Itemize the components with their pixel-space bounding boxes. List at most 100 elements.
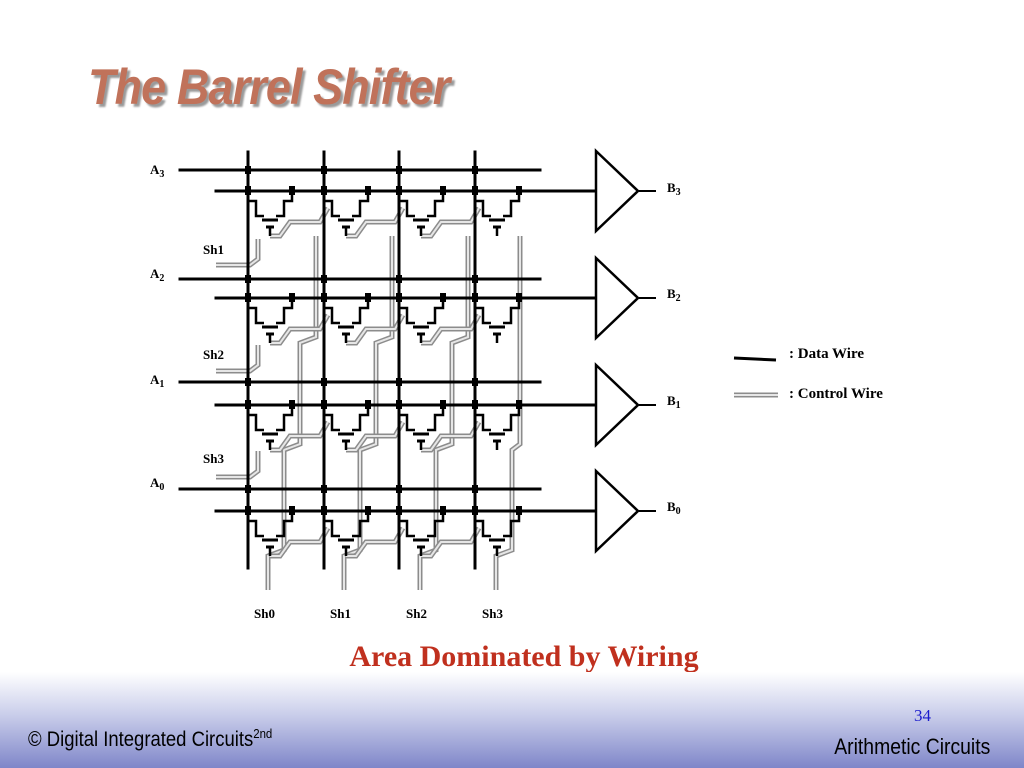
- input-label-a3: A3: [150, 162, 165, 180]
- tap-dot: [516, 293, 522, 302]
- junction-dot: [472, 378, 478, 386]
- tap-dot: [440, 506, 446, 515]
- tap-dot: [245, 186, 251, 195]
- tap-dot: [245, 400, 251, 409]
- shift-label-bottom-sh1: Sh1: [330, 606, 351, 621]
- junction-dot: [472, 275, 478, 283]
- tap-dot: [321, 293, 327, 302]
- junction-dot: [245, 378, 251, 386]
- footer-copyright: © Digital Integrated Circuits2nd: [28, 726, 273, 751]
- output-label-b0: B0: [667, 499, 681, 517]
- transistor-r2-c3: [472, 400, 522, 450]
- junction-dot: [396, 378, 402, 386]
- transistor-r2-c2: [396, 400, 446, 450]
- buffers: [594, 148, 640, 554]
- output-label-b3: B3: [667, 180, 681, 198]
- tap-dot: [440, 293, 446, 302]
- tap-dot: [365, 506, 371, 515]
- tap-dot: [365, 400, 371, 409]
- output-buffer-b0: [594, 468, 640, 554]
- shift-label-bottom-sh3: Sh3: [482, 606, 503, 621]
- junction-dot: [321, 378, 327, 386]
- shift-label-left-sh2: Sh2: [203, 347, 224, 362]
- transistor-r2-c0: [245, 400, 295, 450]
- tap-dot: [516, 400, 522, 409]
- control-wire-left-sh2: [216, 345, 261, 374]
- tap-dot: [472, 506, 478, 515]
- data-wires: [178, 150, 656, 570]
- legend-control-wire-label: : Control Wire: [789, 386, 883, 402]
- shift-label-left-sh3: Sh3: [203, 451, 224, 466]
- input-label-a1: A1: [150, 372, 165, 390]
- control-wire-step-r0-c1: [346, 206, 406, 239]
- tap-dot: [472, 293, 478, 302]
- tap-dot: [365, 293, 371, 302]
- output-buffer-b3: [594, 148, 640, 234]
- tap-dot: [289, 400, 295, 409]
- output-label-b2: B2: [667, 286, 681, 304]
- transistor-r3-c0: [245, 506, 295, 556]
- junction-dot: [472, 485, 478, 493]
- transistor-r1-c0: [245, 293, 295, 343]
- junction-dot: [396, 166, 402, 174]
- junction-dot: [245, 166, 251, 174]
- tap-dot: [472, 400, 478, 409]
- transistor-r3-c1: [321, 506, 371, 556]
- tap-dot: [289, 186, 295, 195]
- tap-dot: [321, 186, 327, 195]
- shift-label-left-sh1: Sh1: [203, 242, 224, 257]
- junction-dot: [321, 485, 327, 493]
- output-label-b1: B1: [667, 393, 681, 411]
- tap-dot: [396, 293, 402, 302]
- transistor-r3-c2: [396, 506, 446, 556]
- control-wire-step-r1-c0: [270, 313, 331, 346]
- junction-dot: [321, 166, 327, 174]
- slide-title: The Barrel Shifter: [88, 59, 450, 115]
- tap-dot: [289, 293, 295, 302]
- footer-section-title: Arithmetic Circuits: [834, 734, 990, 759]
- output-buffer-b2: [594, 255, 640, 341]
- junction-dot: [472, 166, 478, 174]
- footer-band: [0, 672, 1024, 768]
- control-wire-left-sh3: [216, 451, 261, 480]
- junction-dot: [245, 275, 251, 283]
- tap-dot: [516, 506, 522, 515]
- legend-data-wire-label: : Data Wire: [789, 346, 864, 362]
- tap-dot: [245, 293, 251, 302]
- junction-dot: [396, 275, 402, 283]
- junction-dot: [396, 485, 402, 493]
- legend-data-wire-line: [733, 356, 777, 362]
- tap-dot: [365, 186, 371, 195]
- tap-dot: [245, 506, 251, 515]
- tap-dot: [440, 400, 446, 409]
- shift-label-bottom-sh0: Sh0: [254, 606, 275, 621]
- tap-dot: [516, 186, 522, 195]
- shift-label-bottom-sh2: Sh2: [406, 606, 427, 621]
- transistor-r1-c3: [472, 293, 522, 343]
- junction-dot: [245, 485, 251, 493]
- input-label-a2: A2: [150, 266, 165, 284]
- tap-dot: [396, 506, 402, 515]
- transistor-r0-c1: [321, 186, 371, 236]
- junction-dot: [321, 275, 327, 283]
- tap-dot: [440, 186, 446, 195]
- control-wire-step-r0-c2: [421, 206, 482, 239]
- page-number: 34: [914, 706, 931, 725]
- tap-dot: [472, 186, 478, 195]
- control-wire-left-sh1: [216, 239, 261, 268]
- output-buffer-b1: [594, 362, 640, 448]
- input-label-a0: A0: [150, 475, 165, 493]
- tap-dot: [321, 506, 327, 515]
- transistors: [245, 186, 522, 556]
- transistor-r1-c1: [321, 293, 371, 343]
- control-wire-bottom-sh3: [493, 236, 523, 590]
- tap-dot: [289, 506, 295, 515]
- tap-dot: [396, 400, 402, 409]
- transistor-r0-c3: [472, 186, 522, 236]
- tap-dot: [396, 186, 402, 195]
- transistor-r2-c1: [321, 400, 371, 450]
- transistor-r3-c3: [472, 506, 522, 556]
- tap-dot: [321, 400, 327, 409]
